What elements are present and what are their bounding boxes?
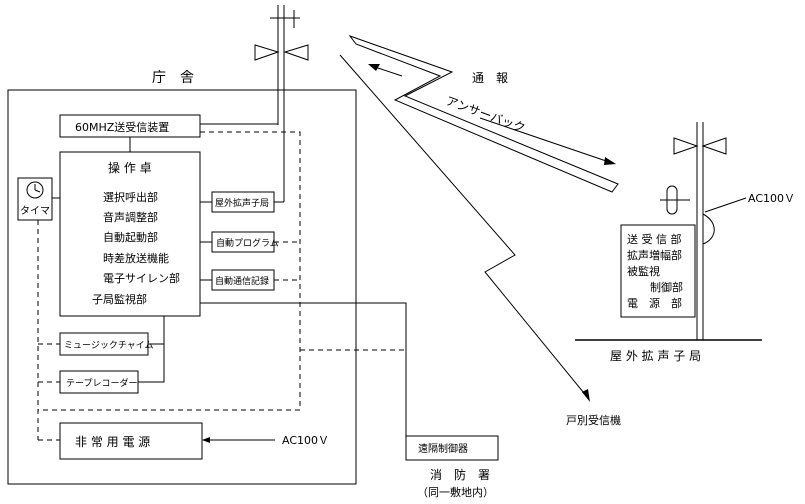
console-item-4: 時差放送機能 bbox=[103, 251, 169, 265]
console-item-5: 電子サイレン部 bbox=[103, 271, 180, 285]
remote-controller-label: 遠隔制御器 bbox=[418, 442, 468, 455]
outdoor-station-box bbox=[620, 224, 696, 318]
fire-station-name: 消 防 署 bbox=[430, 467, 490, 482]
emergency-power-box bbox=[59, 422, 203, 460]
clock-icon bbox=[26, 181, 44, 199]
console-item-1: 選択呼出部 bbox=[103, 190, 158, 204]
radio-link-band bbox=[348, 34, 619, 193]
household-receiver-label: 戸別受信機 bbox=[566, 413, 621, 427]
outdoor-station-caption: 屋 外 拡 声 子 局 bbox=[610, 349, 701, 363]
radio-link bbox=[348, 34, 619, 193]
household-link bbox=[339, 54, 590, 402]
console-box bbox=[59, 151, 201, 317]
fire-station-note: （同一敷地内） bbox=[417, 485, 494, 499]
outdoor-item-2: 拡声増幅部 bbox=[627, 248, 682, 262]
outdoor-ac-label: AC100Ｖ bbox=[748, 192, 795, 205]
transceiver-label: 60MHZ送受信装置 bbox=[75, 120, 169, 134]
music-chime-label: ミュージックチャイム bbox=[64, 340, 154, 351]
remote-controller-box bbox=[405, 435, 499, 461]
building-title: 庁 舎 bbox=[152, 70, 194, 86]
side-box-outdoor-station-label: 屋外拡声子局 bbox=[215, 197, 269, 209]
building-antenna-icon bbox=[254, 5, 309, 125]
outdoor-item-3: 被監視 bbox=[627, 264, 660, 278]
outdoor-item-5: 電 源 部 bbox=[627, 296, 682, 310]
outdoor-pole-icon bbox=[660, 122, 727, 340]
emergency-power-label: 非 常 用 電 源 bbox=[75, 435, 150, 449]
outdoor-item-1: 送 受 信 部 bbox=[627, 232, 682, 246]
timer-label: タイマ bbox=[20, 205, 50, 217]
console-item-3: 自動起動部 bbox=[103, 230, 158, 244]
console-item-2: 音声調整部 bbox=[103, 210, 158, 224]
building-ac-label: AC100Ｖ bbox=[282, 434, 329, 447]
outdoor-item-4: 制御部 bbox=[650, 280, 683, 294]
console-item-6: 子局監視部 bbox=[92, 292, 147, 306]
console-title: 操 作 卓 bbox=[108, 160, 152, 175]
building-outline bbox=[7, 89, 357, 485]
side-box-auto-program-label: 自動プログラム bbox=[216, 237, 279, 249]
side-box-auto-log-label: 自動通信記録 bbox=[215, 275, 269, 287]
notice-label: 通 報 bbox=[472, 71, 508, 85]
tape-recorder-label: テープレコーダー bbox=[66, 377, 137, 389]
